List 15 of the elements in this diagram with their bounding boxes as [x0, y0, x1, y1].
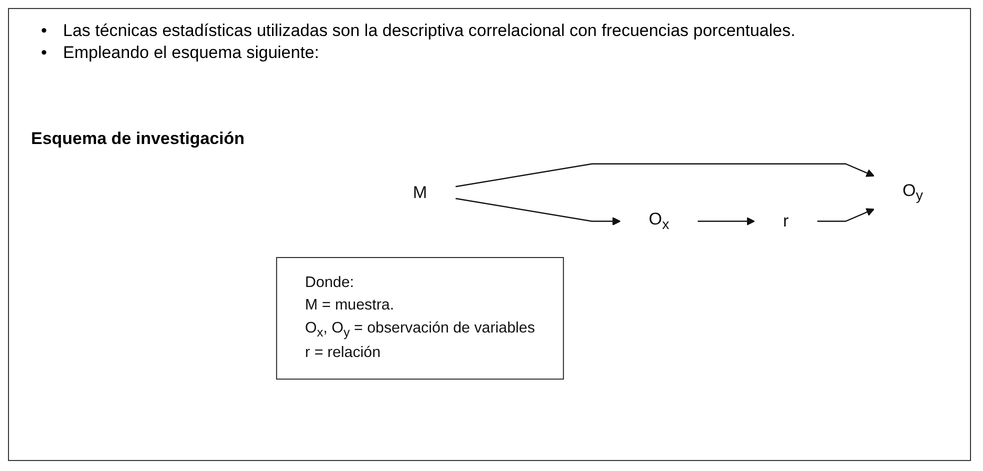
heading: Esquema de investigación	[31, 129, 245, 149]
bullet-marker: •	[41, 43, 48, 63]
arrow	[455, 198, 621, 226]
node-box	[276, 257, 564, 380]
node-text: M	[412, 182, 428, 202]
arrow	[817, 208, 874, 222]
arrow	[455, 163, 874, 188]
node-text: r	[783, 211, 789, 230]
bullet-text: Las técnicas estadísticas utilizadas son la descriptiva correlacional con frecuencias porcentuales.	[63, 21, 796, 41]
diagram: M O$_{x}$ r O$_{y}$ Donde: M = muestra. O$_{x}$, O$_{y}$ = observación de variables r = relación	[269, 156, 959, 387]
bullet-marker: •	[41, 21, 48, 41]
bullet-text: Empleando el esquema siguiente:	[63, 43, 320, 63]
node-text: O$_{x}$	[648, 210, 670, 233]
arrow	[698, 217, 755, 226]
node-text: O$_{y}$	[902, 180, 923, 204]
